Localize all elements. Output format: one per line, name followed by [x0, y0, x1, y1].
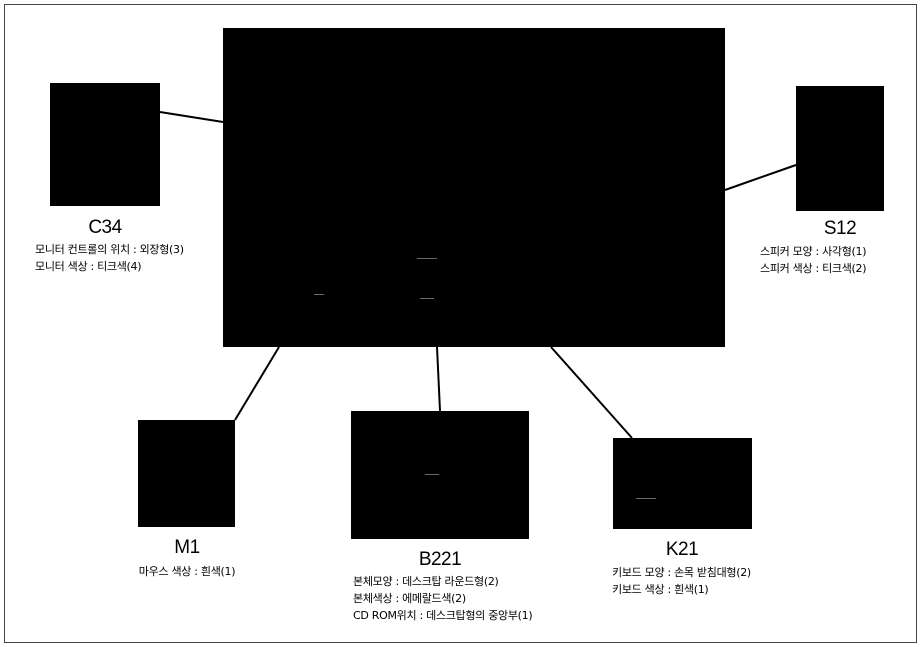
monitor-spec-control: 모니터 컨트롤의 위치 : 외장형(3) — [35, 243, 184, 256]
speaker-spec-color: 스피커 색상 : 티크색(2) — [760, 262, 867, 275]
body-spec-cdrom: CD ROM위치 : 데스크탑형의 중앙부(1) — [353, 609, 533, 622]
mouse-specs: 마우스 색상 : 흰색(1) — [107, 563, 267, 580]
speaker-specs: 스피커 모양 : 사각형(1) 스피커 색상 : 티크색(2) — [760, 243, 910, 277]
connector-keyboard — [550, 346, 633, 439]
mouse-code: M1 — [174, 537, 200, 558]
mouse-image — [138, 420, 235, 527]
keyboard-spec-shape: 키보드 모양 : 손목 받침대형(2) — [612, 566, 751, 579]
monitor-specs: 모니터 컨트롤의 위치 : 외장형(3) 모니터 색상 : 티크색(4) — [35, 241, 275, 275]
speaker-code: S12 — [823, 218, 857, 239]
keyboard-specs: 키보드 모양 : 손목 받침대형(2) 키보드 색상 : 흰색(1) — [612, 564, 802, 598]
monitor-image — [50, 83, 160, 206]
connector-speaker — [724, 164, 797, 191]
monitor-spec-color: 모니터 색상 : 티크색(4) — [35, 260, 142, 273]
speaker-spec-shape: 스피커 모양 : 사각형(1) — [760, 245, 867, 258]
mouse-spec-color: 마우스 색상 : 흰색(1) — [138, 565, 236, 578]
keyboard-image — [613, 438, 752, 529]
body-spec-shape: 본체모양 : 데스크탑 라운드형(2) — [353, 575, 499, 588]
connector-monitor — [159, 111, 224, 123]
keyboard-code: K21 — [665, 539, 699, 560]
connector-body — [436, 346, 441, 412]
speaker-image — [796, 86, 884, 211]
body-image — [351, 411, 529, 539]
body-spec-color: 본체색상 : 에메랄드색(2) — [353, 592, 466, 605]
body-code: B221 — [418, 549, 462, 570]
monitor-code: C34 — [88, 217, 122, 238]
keyboard-spec-color: 키보드 색상 : 흰색(1) — [612, 583, 709, 596]
computer-set-image — [223, 28, 725, 347]
body-specs: 본체모양 : 데스크탑 라운드형(2) 본체색상 : 에메랄드색(2) CD R… — [353, 573, 583, 624]
diagram-frame — [4, 4, 917, 643]
connector-mouse — [234, 346, 280, 421]
